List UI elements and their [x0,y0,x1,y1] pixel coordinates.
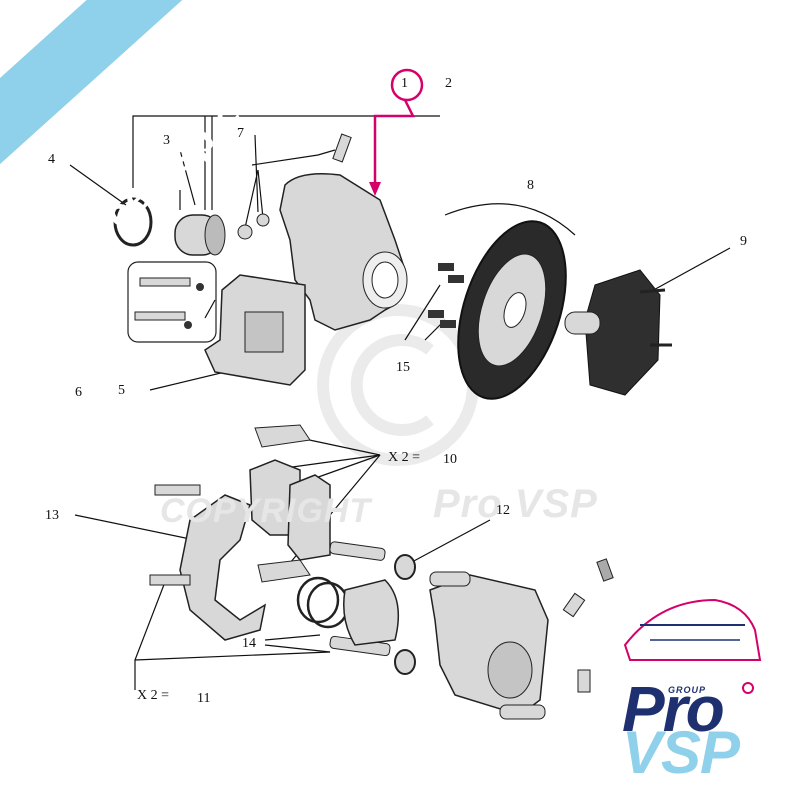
part-bearing [174,214,226,256]
callout-5: 5 [118,383,125,398]
logo-pro-text: Pro [622,673,725,745]
highlight-arrow [369,68,424,196]
callout-3: 3 [163,133,170,148]
part-caliper-bracket [149,484,267,641]
logo-group-text: GROUP [668,685,707,695]
qty-label-10: X 2 = [388,450,421,465]
callout-15: 15 [396,360,410,375]
callout-12: 12 [496,503,510,518]
callout-2: 2 [445,76,452,91]
part-mounting-bolts-box [127,261,217,343]
part-caliper-housing [429,571,549,720]
logo-gear-icon [742,682,754,694]
part-bushings [394,554,416,675]
part-hub-carrier [279,173,408,331]
copyright-brand: Pro VSP [433,482,598,526]
part-pad-clips [254,424,311,583]
callout-4: 4 [48,152,55,167]
part-brake-disc [457,220,567,400]
qty-label-11: X 2 = [137,688,170,703]
part-circlip [113,197,153,247]
callout-1: 1 [401,76,408,91]
callout-6: 6 [75,385,82,400]
part-bleed-fittings [562,558,614,693]
callout-14: 14 [242,636,256,651]
copyright-watermark [317,304,479,466]
logo-vsp-text: VSP [622,719,740,786]
part-brake-pads [249,459,331,561]
part-wheel-studs [428,263,464,328]
callout-8: 8 [527,178,534,193]
part-wheel-hub [564,269,672,396]
callout-7: 7 [237,126,244,141]
part-nuts [237,133,352,240]
copyright-text: COPYRIGHT [160,492,372,530]
callout-9: 9 [740,234,747,249]
part-rear-caliper-upper [204,274,306,386]
callout-13: 13 [45,508,59,523]
logo-car-icon [623,598,762,661]
leader-lines [69,115,731,690]
callout-10: 10 [443,452,457,467]
part-piston-seals [296,576,400,646]
callout-11: 11 [197,691,211,706]
